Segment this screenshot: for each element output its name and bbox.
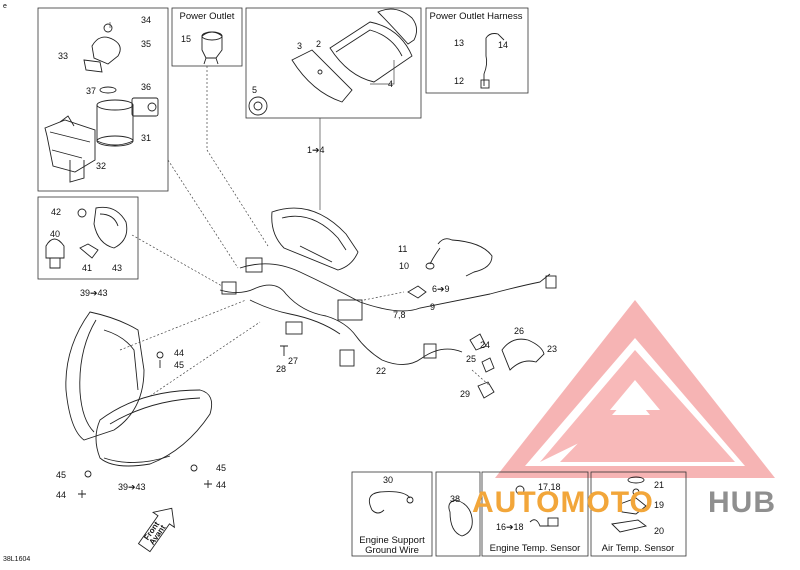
watermark-brand-left: AUTOMOTO [472, 486, 654, 519]
box-power-outlet-harness [425, 7, 529, 94]
headlamp-housing [65, 311, 145, 441]
callout-35: 35 [141, 39, 151, 49]
box-oil-assembly [37, 7, 169, 192]
wire-11 [425, 238, 493, 277]
box-gauge [245, 7, 422, 119]
box-air-temp-sensor [590, 471, 687, 557]
callout-43: 43 [112, 263, 122, 273]
power-outlet-harness-title: Power Outlet Harness [430, 11, 523, 22]
document-code: 38L1604 [3, 556, 30, 563]
callout-6-to-9: 6➔9 [432, 284, 450, 294]
callout-44-upper: 44 [174, 348, 184, 358]
callout-29: 29 [460, 389, 470, 399]
box-part-38 [435, 471, 481, 557]
watermark-text: AUTOMOTO HUB [472, 486, 776, 519]
callout-5: 5 [252, 85, 257, 95]
callout-44-right: 44 [216, 480, 226, 490]
box-headlamp-bulbs [37, 196, 139, 280]
callout-21: 21 [654, 480, 664, 490]
callout-31: 31 [141, 133, 151, 143]
callout-41: 41 [82, 263, 92, 273]
callout-22: 22 [376, 366, 386, 376]
callout-39-to-43-bottom: 39➔43 [118, 482, 146, 492]
callout-20: 20 [654, 526, 664, 536]
callout-19: 19 [654, 500, 664, 510]
callout-9: 9 [430, 302, 435, 312]
callout-2: 2 [316, 39, 321, 49]
gauge-parts [248, 8, 417, 116]
callout-39-to-43-top: 39➔43 [80, 288, 108, 298]
callout-40: 40 [50, 229, 60, 239]
callout-45-upper: 45 [174, 360, 184, 370]
callout-15: 15 [181, 34, 191, 44]
solid-leaders [109, 22, 395, 210]
callout-14: 14 [498, 40, 508, 50]
headlamp-bulb-parts [45, 206, 128, 269]
callout-44-left: 44 [56, 490, 66, 500]
power-outlet-title: Power Outlet [180, 11, 235, 22]
ground-wire-title-line1: Engine Support [359, 535, 425, 546]
callout-38: 38 [450, 494, 460, 504]
callout-11: 11 [398, 244, 407, 254]
callout-13: 13 [454, 38, 464, 48]
callout-1-to-4: 1➔4 [307, 145, 325, 155]
air-temp-sensor-part [611, 476, 648, 533]
page-mark: e [3, 3, 7, 10]
callout-45-left: 45 [56, 470, 66, 480]
callout-33: 33 [58, 51, 68, 61]
callout-45-right: 45 [216, 463, 226, 473]
oil-cap-parts [44, 23, 159, 183]
box-ground-wire [351, 471, 433, 557]
engine-temp-sensor-part [515, 485, 559, 527]
screw-parts [78, 345, 288, 498]
callout-12: 12 [454, 76, 464, 86]
callout-3: 3 [297, 41, 302, 51]
main-harness [219, 257, 557, 367]
callout-16-to-18: 16➔18 [496, 522, 524, 532]
outlet-harness-part [480, 33, 505, 89]
leader-lines [119, 66, 491, 397]
engine-temp-sensor-title: Engine Temp. Sensor [490, 543, 581, 554]
small-bracket-parts [156, 285, 545, 399]
callout-24: 24 [480, 340, 490, 350]
power-outlet-part [201, 31, 223, 65]
callouts: 34 35 33 37 36 31 32 15 3 2 5 4 13 14 12… [50, 15, 664, 536]
callout-30: 30 [383, 475, 393, 485]
callout-42: 42 [51, 207, 61, 217]
callout-10: 10 [399, 261, 409, 271]
callout-37: 37 [86, 86, 96, 96]
part-drawings [44, 8, 648, 537]
ground-wire-part [368, 491, 414, 514]
callout-23: 23 [547, 344, 557, 354]
ground-wire-title-line2: Ground Wire [365, 545, 419, 556]
callout-32: 32 [96, 161, 106, 171]
callout-27: 27 [288, 356, 298, 366]
callout-36: 36 [141, 82, 151, 92]
clamp-part-38 [448, 499, 473, 537]
callout-34: 34 [141, 15, 151, 25]
watermark-logo [495, 300, 775, 478]
box-engine-temp-sensor [481, 471, 589, 557]
callout-28: 28 [276, 364, 286, 374]
callout-7-8: 7,8 [393, 310, 406, 320]
callout-17-18: 17,18 [538, 482, 561, 492]
watermark-brand-right: HUB [708, 486, 776, 519]
callout-4: 4 [388, 79, 393, 89]
instrument-cluster [271, 207, 359, 271]
callout-26: 26 [514, 326, 524, 336]
headlamp-lens [84, 389, 213, 478]
callout-25: 25 [466, 354, 476, 364]
air-temp-sensor-title: Air Temp. Sensor [602, 543, 675, 554]
